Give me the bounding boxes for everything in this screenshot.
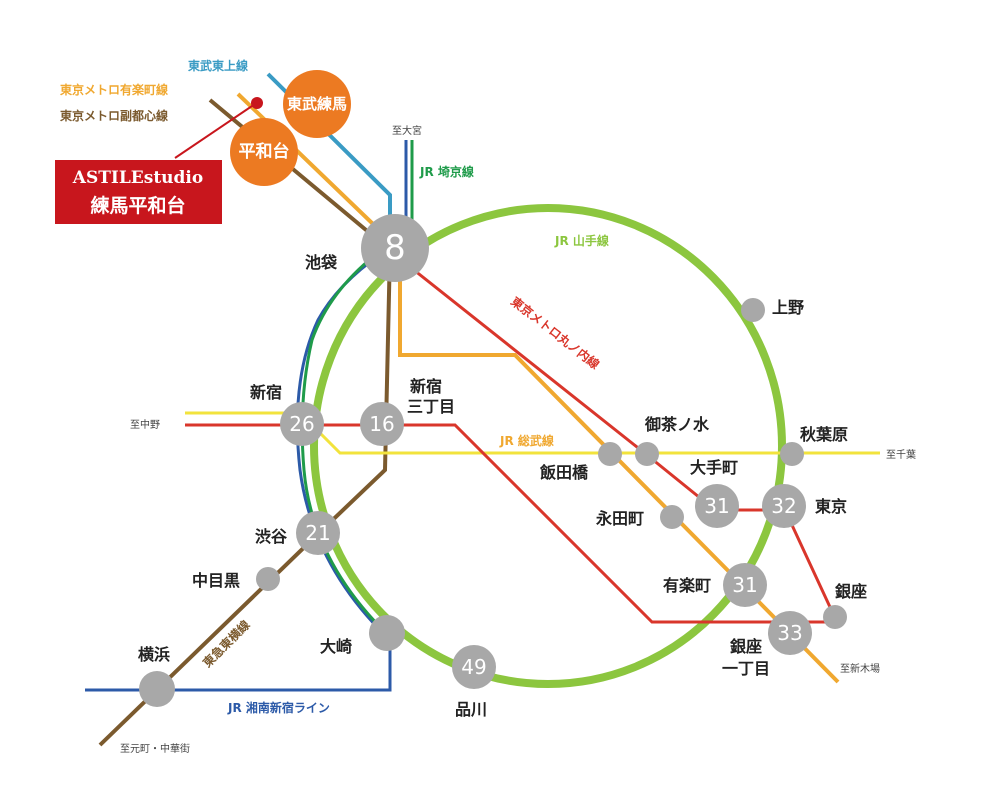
nakameguro-name: 中目黒 xyxy=(192,571,240,590)
fukutoshin-toyoko-line xyxy=(98,98,393,747)
shibuya-name: 渋谷 xyxy=(255,527,288,546)
station-heiwadai xyxy=(230,118,298,186)
station-nakameguro xyxy=(256,567,280,591)
label-shonan: JR 湘南新宿ライン xyxy=(227,700,330,715)
ochanomizu-name: 御茶ノ水 xyxy=(644,415,710,434)
label-fukutoshin: 東京メトロ副都心線 xyxy=(60,108,168,123)
yamanote-loop xyxy=(310,204,786,688)
ueno-name: 上野 xyxy=(772,298,804,317)
label-tobu-tojo: 東武東上線 xyxy=(188,58,248,73)
astile-location-dot xyxy=(251,97,263,109)
station-ginza xyxy=(823,605,847,629)
station-akihabara xyxy=(780,442,804,466)
yokohama-name: 横浜 xyxy=(138,645,170,664)
dest-motomachi: 至元町・中華街 xyxy=(120,742,190,755)
station-shibuya xyxy=(296,511,340,555)
yurakucho-minutes: 31 xyxy=(732,573,757,597)
label-sobu: JR 総武線 xyxy=(499,433,554,448)
shinagawa-name: 品川 xyxy=(455,700,487,719)
station-ochanomizu xyxy=(635,442,659,466)
label-yurakucho: 東京メトロ有楽町線 xyxy=(60,82,168,97)
otemachi-name: 大手町 xyxy=(690,458,738,477)
tokyo-name: 東京 xyxy=(815,497,847,516)
shinjuku-minutes: 26 xyxy=(289,412,314,436)
dest-chiba: 至千葉 xyxy=(886,448,916,461)
ikebukuro-name: 池袋 xyxy=(305,253,338,272)
shinjuku-name: 新宿 xyxy=(250,383,282,402)
station-iidabashi xyxy=(598,442,622,466)
station-nagatacho xyxy=(660,505,684,529)
dest-nakano: 至中野 xyxy=(130,418,160,431)
otemachi-minutes: 31 xyxy=(704,494,729,518)
brand-location: 練馬平和台 xyxy=(90,194,185,217)
shinjuku3-minutes: 16 xyxy=(369,412,394,436)
yurakucho-name: 有楽町 xyxy=(663,576,711,595)
station-shinagawa xyxy=(452,645,496,689)
shinjuku3-name-1: 新宿 xyxy=(410,377,442,396)
station-otemachi xyxy=(695,484,739,528)
station-tobu-nerima-label: 東武練馬 xyxy=(287,95,347,113)
station-ueno xyxy=(741,298,765,322)
iidabashi-name: 飯田橋 xyxy=(539,463,589,482)
brand-name: ASTILEstudio xyxy=(72,168,203,188)
ginza1-minutes: 33 xyxy=(777,621,802,645)
brand-box xyxy=(55,160,222,224)
station-ginza-itchome xyxy=(768,611,812,655)
station-ikebukuro xyxy=(361,214,429,282)
station-heiwadai-label: 平和台 xyxy=(239,141,290,162)
shibuya-minutes: 21 xyxy=(305,521,330,545)
astile-connector xyxy=(174,103,256,159)
label-yamanote: JR 山手線 xyxy=(554,233,609,248)
ginza1-name-1: 銀座 xyxy=(730,637,762,656)
station-tobu-nerima xyxy=(283,70,351,138)
label-saikyo: JR 埼京線 xyxy=(419,164,474,179)
dest-omiya: 至大宮 xyxy=(392,124,422,137)
dest-shinkiba: 至新木場 xyxy=(840,662,880,675)
station-shinjuku xyxy=(280,402,324,446)
ikebukuro-minutes: 8 xyxy=(384,228,406,268)
tokyo-minutes: 32 xyxy=(771,494,796,518)
yurakucho-line xyxy=(236,92,840,684)
ginza-name: 銀座 xyxy=(835,582,867,601)
station-shinjuku-sanchome xyxy=(360,402,404,446)
station-osaki xyxy=(369,615,405,651)
station-yurakucho xyxy=(723,563,767,607)
shinjuku3-name-2: 三丁目 xyxy=(407,397,455,416)
station-tokyo xyxy=(762,484,806,528)
akihabara-name: 秋葉原 xyxy=(800,425,848,444)
osaki-name: 大崎 xyxy=(320,637,352,656)
ginza1-name-2: 一丁目 xyxy=(722,659,770,678)
nagatacho-name: 永田町 xyxy=(595,509,644,528)
station-yokohama xyxy=(139,671,175,707)
shinagawa-minutes: 49 xyxy=(461,655,486,679)
